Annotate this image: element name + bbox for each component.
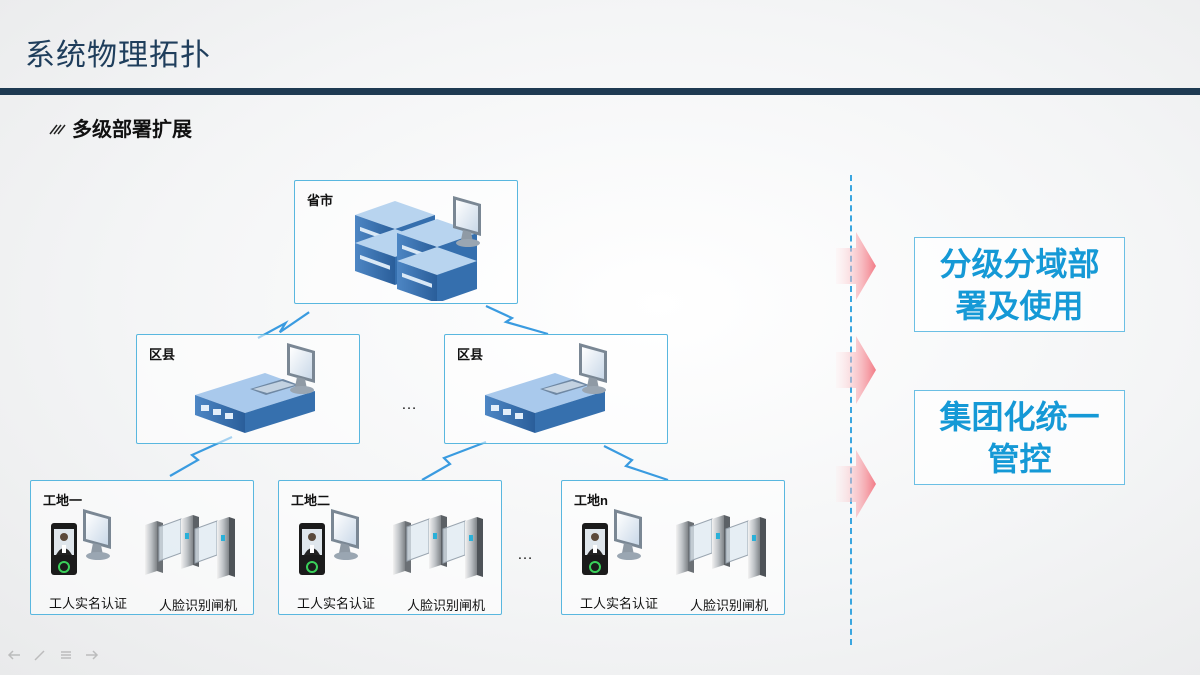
turnstile-gate-icon bbox=[675, 514, 767, 580]
site-1-device-2-label: 人脸识别闸机 bbox=[159, 598, 238, 613]
dashed-divider bbox=[850, 175, 852, 645]
callout-1-line-2: 署及使用 bbox=[955, 287, 1084, 324]
site-ellipsis: … bbox=[517, 546, 534, 563]
server-icon bbox=[195, 343, 315, 433]
callout-2-line-1: 集团化统一 bbox=[939, 398, 1100, 435]
link-province-district-2 bbox=[485, 305, 549, 336]
node-site-2: 工地二 工人实名认证 人脸识别闸机 bbox=[278, 480, 502, 615]
node-site-2-label: 工地二 bbox=[291, 493, 331, 508]
site-n-device-2-label: 人脸识别闸机 bbox=[690, 598, 769, 613]
face-terminal-icon bbox=[581, 509, 642, 576]
node-province: 省市 bbox=[294, 180, 518, 304]
hatch-marker-icon bbox=[49, 124, 66, 134]
node-site-1-label: 工地一 bbox=[43, 493, 83, 508]
node-site-1: 工地一 工人实名认证 人脸识别闸机 bbox=[30, 480, 254, 615]
node-district-1-label: 区县 bbox=[149, 347, 176, 362]
callout-hierarchical-deployment: 分级分域部 署及使用 bbox=[914, 237, 1125, 332]
node-district-1: 区县 bbox=[136, 334, 360, 444]
server-icon bbox=[485, 343, 607, 433]
right-arrow-icon bbox=[836, 232, 876, 300]
callout-1-line-1: 分级分域部 bbox=[939, 245, 1100, 282]
turnstile-gate-icon bbox=[392, 514, 484, 580]
node-province-label: 省市 bbox=[307, 193, 334, 208]
site-2-device-1-label: 工人实名认证 bbox=[297, 596, 376, 611]
right-arrow-icon bbox=[836, 450, 876, 518]
district-ellipsis: … bbox=[401, 396, 418, 413]
link-province-district-1 bbox=[257, 311, 310, 339]
site-n-device-1-label: 工人实名认证 bbox=[580, 596, 659, 611]
site-2-device-2-label: 人脸识别闸机 bbox=[407, 598, 486, 613]
link-district-1-site-1 bbox=[169, 435, 233, 477]
slide-title: 系统物理拓扑 bbox=[25, 39, 211, 72]
node-district-2-label: 区县 bbox=[457, 347, 484, 362]
site-1-device-1-label: 工人实名认证 bbox=[49, 596, 128, 611]
callout-2-line-2: 管控 bbox=[987, 440, 1052, 477]
right-arrow-icon bbox=[836, 336, 876, 404]
callout-group-control: 集团化统一 管控 bbox=[914, 390, 1125, 485]
server-rack-icon bbox=[355, 196, 481, 301]
face-terminal-icon bbox=[50, 509, 111, 576]
pen-icon[interactable] bbox=[32, 648, 48, 662]
turnstile-gate-icon bbox=[144, 514, 236, 580]
link-district-2-site-2 bbox=[421, 440, 487, 481]
menu-icon[interactable] bbox=[58, 648, 74, 662]
subtitle-row: 多级部署扩展 bbox=[48, 113, 192, 142]
subtitle: 多级部署扩展 bbox=[72, 119, 192, 141]
title-underline-bar bbox=[0, 88, 1200, 95]
face-terminal-icon bbox=[298, 509, 359, 576]
back-arrow-icon[interactable] bbox=[6, 648, 22, 662]
link-district-2-site-n bbox=[603, 445, 669, 482]
node-district-2: 区县 bbox=[444, 334, 668, 444]
forward-arrow-icon[interactable] bbox=[84, 648, 100, 662]
node-site-n: 工地n 工人实名认证 人脸识别闸机 bbox=[561, 480, 785, 615]
node-site-n-label: 工地n bbox=[574, 493, 608, 508]
slideshow-nav bbox=[6, 648, 100, 662]
